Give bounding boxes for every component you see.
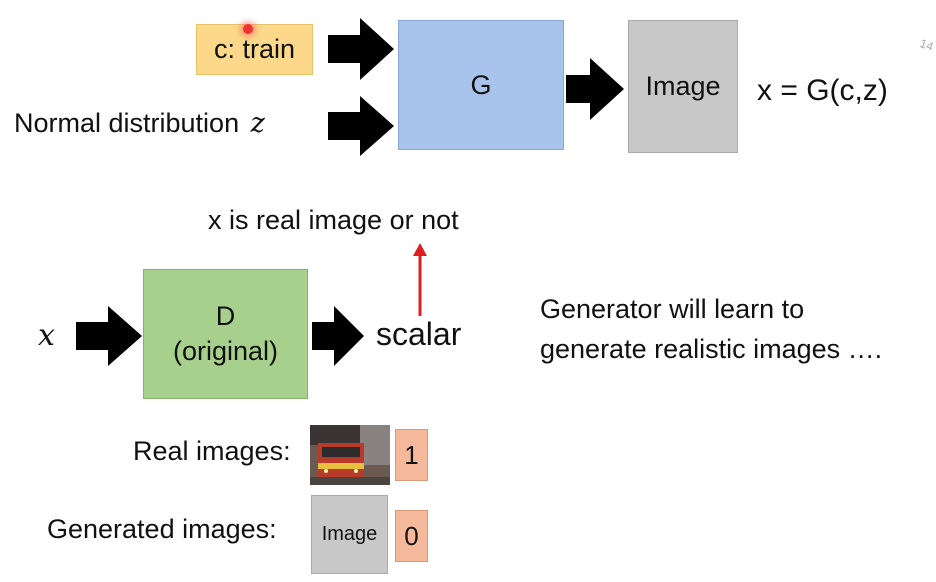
generated-example-box: Image	[311, 495, 388, 574]
up-arrow	[413, 243, 427, 316]
train-photo	[310, 425, 390, 485]
generated-image-label: Image	[645, 71, 721, 101]
d-sublabel: (original)	[172, 336, 279, 366]
scalar-label: scalar	[376, 316, 462, 352]
g-output-arrow	[566, 58, 624, 120]
generated-score: 0	[404, 520, 419, 551]
d-output-arrow	[312, 306, 364, 366]
generated-images-label: Generated images:	[47, 514, 277, 544]
noise-arrow	[328, 96, 394, 156]
cursor-dot	[243, 24, 253, 34]
input-var: x	[38, 318, 55, 353]
noise-var: z	[250, 108, 265, 139]
noise-text: Normal distribution	[14, 108, 240, 138]
condition-box: c: train	[196, 24, 313, 75]
equation: x = G(c,z)	[757, 74, 888, 107]
g-box: G	[398, 20, 564, 150]
noise-label: Normal distribution z	[14, 108, 265, 139]
corner-text: 14	[918, 36, 936, 54]
condition-arrow	[328, 18, 394, 80]
d-box: D (original)	[143, 269, 308, 399]
g-label: G	[470, 69, 492, 100]
condition-label: c: train	[213, 34, 296, 64]
real-score: 1	[404, 439, 419, 470]
generated-image-box: Image	[628, 20, 738, 153]
real-score-box: 1	[395, 429, 428, 481]
d-label: D	[215, 300, 236, 331]
real-images-label: Real images:	[133, 436, 291, 466]
generated-example-label: Image	[321, 523, 378, 545]
question-text: x is real image or not	[208, 205, 459, 235]
input-arrow	[76, 306, 142, 366]
generated-score-box: 0	[395, 510, 428, 562]
note-line-1: Generator will learn to	[540, 294, 805, 324]
note-line-2: generate realistic images ….	[540, 334, 883, 364]
